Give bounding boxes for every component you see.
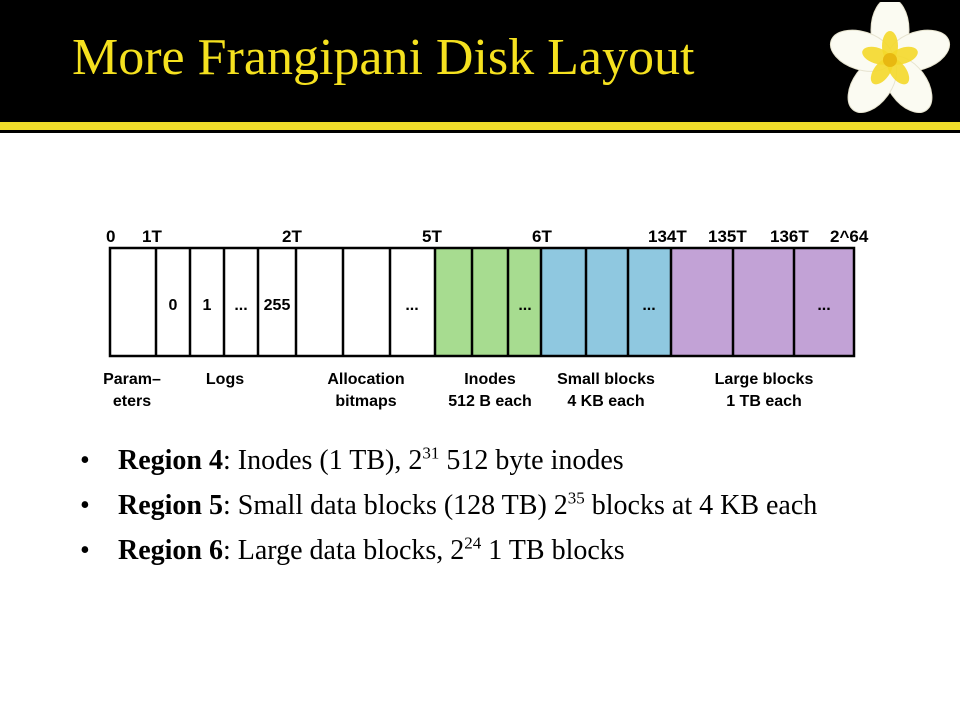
bullet-text: 512 byte inodes <box>439 445 624 476</box>
log-cell-label: 255 <box>264 297 291 314</box>
title-bar <box>0 0 960 122</box>
region-label-logs: Logs <box>206 371 244 388</box>
bullet-list: • Region 4: Inodes (1 TB), 231 512 byte i… <box>80 444 900 579</box>
bullet-text: 1 TB blocks <box>481 535 625 566</box>
region-label-allocation: Allocation <box>327 371 404 388</box>
bullet-region-5: • Region 5: Small data blocks (128 TB) 23… <box>80 489 900 522</box>
bullet-dot: • <box>80 535 90 566</box>
bullet-exponent: 35 <box>567 488 585 508</box>
log-cell-label: 0 <box>169 297 178 314</box>
inodes-region-fill <box>435 248 541 356</box>
bullet-label: Region 4 <box>118 445 223 476</box>
bullet-text: : Small data blocks (128 TB) 2 <box>223 490 568 521</box>
offset-label: 136T <box>770 227 809 246</box>
bullet-region-6: • Region 6: Large data blocks, 224 1 TB b… <box>80 534 900 567</box>
region-label-parameters: Param– <box>103 371 161 388</box>
bullet-dot: • <box>80 490 90 521</box>
offset-label: 2T <box>282 227 302 246</box>
offset-label: 0 <box>106 227 115 246</box>
large-block-ellipsis: ... <box>817 297 830 314</box>
offset-label: 5T <box>422 227 442 246</box>
bullet-region-4: • Region 4: Inodes (1 TB), 231 512 byte i… <box>80 444 900 477</box>
offset-label: 2^64 <box>830 227 869 246</box>
small-blocks-region-fill <box>541 248 671 356</box>
bullet-text: : Inodes (1 TB), 2 <box>223 445 423 476</box>
region-label-parameters: eters <box>113 393 151 410</box>
region-label-large-blocks: 1 TB each <box>726 393 802 410</box>
region-label-allocation: bitmaps <box>335 393 396 410</box>
bitmap-ellipsis: ... <box>405 297 418 314</box>
accent-stripe <box>0 122 960 130</box>
bullet-label: Region 6 <box>118 535 223 566</box>
bullet-exponent: 24 <box>464 533 482 553</box>
bullet-text: : Large data blocks, 2 <box>223 535 465 566</box>
large-blocks-region-fill <box>671 248 854 356</box>
region-label-inodes: Inodes <box>464 371 516 388</box>
accent-stripe-shadow <box>0 130 960 133</box>
bullet-text: blocks at 4 KB each <box>584 490 818 521</box>
offset-label: 135T <box>708 227 747 246</box>
disk-outline <box>108 246 856 358</box>
region-label-small-blocks: 4 KB each <box>567 393 644 410</box>
offset-label: 134T <box>648 227 687 246</box>
region-label-small-blocks: Small blocks <box>557 371 655 388</box>
log-cell-label: ... <box>234 297 247 314</box>
region-label-inodes: 512 B each <box>448 393 532 410</box>
frangipani-flower-icon <box>829 2 951 113</box>
offset-label: 1T <box>142 227 162 246</box>
bullet-dot: • <box>80 445 90 476</box>
offset-label: 6T <box>532 227 552 246</box>
log-cell-label: 1 <box>203 297 212 314</box>
disk-layout-diagram: 0 1T 2T 5T 6T 134T 135T 136T 2^64 0 1 <box>103 227 869 410</box>
inode-ellipsis: ... <box>518 297 531 314</box>
bullet-label: Region 5 <box>118 490 223 521</box>
slide-title: More Frangipani Disk Layout <box>72 29 695 86</box>
region-label-large-blocks: Large blocks <box>715 371 814 388</box>
small-block-ellipsis: ... <box>642 297 655 314</box>
bullet-exponent: 31 <box>422 443 440 463</box>
